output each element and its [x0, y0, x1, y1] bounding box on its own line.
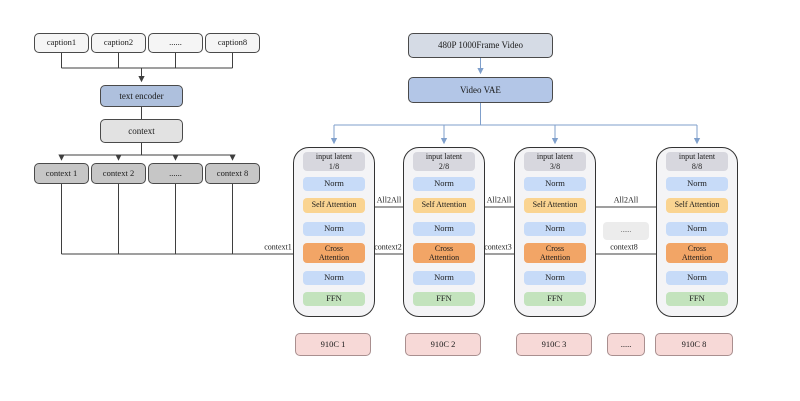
- caption-box-8: caption8: [205, 33, 260, 53]
- text-encoder-box: text encoder: [100, 85, 183, 107]
- input-latent-label: input latent: [536, 152, 574, 162]
- cross-attention-line2: Attention: [681, 253, 713, 262]
- ffn-box: FFN: [666, 292, 728, 306]
- input-latent-label: input latent: [678, 152, 716, 162]
- context-box: context: [100, 119, 183, 143]
- context-feed-label-3: context3: [484, 242, 512, 252]
- ffn-box: FFN: [524, 292, 586, 306]
- caption-box-2: caption2: [91, 33, 146, 53]
- context-split-box-8: context 8: [205, 163, 260, 184]
- context-feed-label-2: context2: [374, 242, 402, 252]
- caption-box-ellipsis: ......: [148, 33, 203, 53]
- device-box-ellipsis: .....: [607, 333, 645, 356]
- cross-attention-line1: Cross: [434, 243, 454, 253]
- all2all-label-3: All2All: [613, 195, 639, 205]
- context-split-box-1: context 1: [34, 163, 89, 184]
- norm-box: Norm: [303, 271, 365, 285]
- video-source-box: 480P 1000Frame Video: [408, 33, 553, 58]
- self-attention-box: Self Attention: [666, 198, 728, 213]
- cross-attention-line2: Attention: [539, 253, 571, 262]
- video-vae-box: Video VAE: [408, 77, 553, 103]
- input-latent-fraction: 1/8: [328, 161, 340, 171]
- norm-box: Norm: [524, 222, 586, 236]
- cross-attention-line1: Cross: [687, 243, 707, 253]
- self-attention-box: Self Attention: [303, 198, 365, 213]
- ffn-box: FFN: [413, 292, 475, 306]
- norm-box: Norm: [666, 177, 728, 191]
- context-split-box-ellipsis: ......: [148, 163, 203, 184]
- input-latent-fraction: 3/8: [549, 161, 561, 171]
- norm-box: Norm: [413, 222, 475, 236]
- device-box-910c-1: 910C 1: [295, 333, 371, 356]
- norm-box: Norm: [303, 222, 365, 236]
- device-box-910c-2: 910C 2: [405, 333, 481, 356]
- column-ellipsis-box: ......: [603, 222, 649, 240]
- norm-box: Norm: [413, 177, 475, 191]
- input-latent-fraction: 2/8: [438, 161, 450, 171]
- device-box-910c-3: 910C 3: [516, 333, 592, 356]
- self-attention-box: Self Attention: [524, 198, 586, 213]
- cross-attention-line2: Attention: [318, 253, 350, 262]
- norm-box: Norm: [524, 177, 586, 191]
- norm-box: Norm: [413, 271, 475, 285]
- caption-box-1: caption1: [34, 33, 89, 53]
- all2all-label-2: All2All: [486, 195, 512, 205]
- norm-box: Norm: [524, 271, 586, 285]
- norm-box: Norm: [303, 177, 365, 191]
- all2all-label-1: All2All: [376, 195, 402, 205]
- device-box-910c-8: 910C 8: [655, 333, 733, 356]
- context-bus-lines: [61, 184, 301, 258]
- input-latent-label: input latent: [425, 152, 463, 162]
- self-attention-box: Self Attention: [413, 198, 475, 213]
- cross-attention-line1: Cross: [545, 243, 565, 253]
- video-distribution-lines: [330, 58, 701, 145]
- cross-attention-line1: Cross: [324, 243, 344, 253]
- input-latent-label: input latent: [315, 152, 353, 162]
- context-split-box-2: context 2: [91, 163, 146, 184]
- ffn-box: FFN: [303, 292, 365, 306]
- norm-box: Norm: [666, 271, 728, 285]
- context-feed-label-1: context1: [264, 242, 292, 252]
- norm-box: Norm: [666, 222, 728, 236]
- input-latent-fraction: 8/8: [691, 161, 703, 171]
- caption-merge-lines: [58, 53, 236, 161]
- context-feed-label-8: context8: [610, 242, 638, 252]
- cross-attention-line2: Attention: [428, 253, 460, 262]
